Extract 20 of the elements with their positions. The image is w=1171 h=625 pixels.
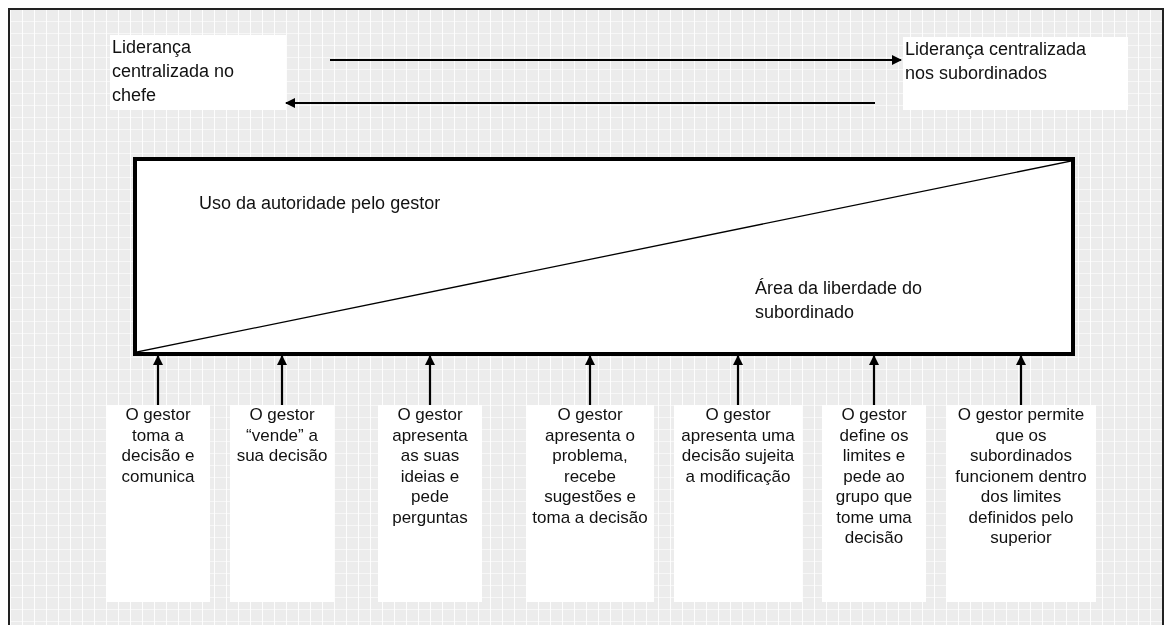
behaviour-box: O gestor “vende” a sua decisão: [230, 405, 334, 602]
behaviour-box: O gestor apresenta o problema, recebe sugestões e toma a decisão: [526, 405, 654, 602]
arrow: [585, 355, 595, 405]
region-label: Uso da autoridade pelo gestor: [199, 192, 442, 215]
arrow: [330, 55, 902, 65]
arrow: [869, 355, 879, 405]
behaviour-box: O gestor apresenta uma decisão sujeita a modificação: [674, 405, 802, 602]
arrow: [285, 98, 875, 108]
pole-label-box: Liderança centralizada no chefe: [110, 35, 286, 110]
behaviour-box: O gestor define os limites e pede ao grupo que tome uma decisão: [822, 405, 926, 602]
arrow: [425, 355, 435, 405]
arrow: [733, 355, 743, 405]
behaviour-box: O gestor toma a decisão e comunica: [106, 405, 210, 602]
behaviour-box: O gestor permite que os subordinados funcionem dentro dos limites definidos pelo superior: [946, 405, 1096, 602]
arrow: [1016, 355, 1026, 405]
behaviour-box: O gestor apresenta as suas ideias e pede perguntas: [378, 405, 482, 602]
region-label: Área da liberdade do subordinado: [755, 277, 924, 324]
arrow: [153, 355, 163, 405]
arrow: [277, 355, 287, 405]
pole-label-box: Liderança centralizada nos subordinados: [903, 37, 1128, 110]
